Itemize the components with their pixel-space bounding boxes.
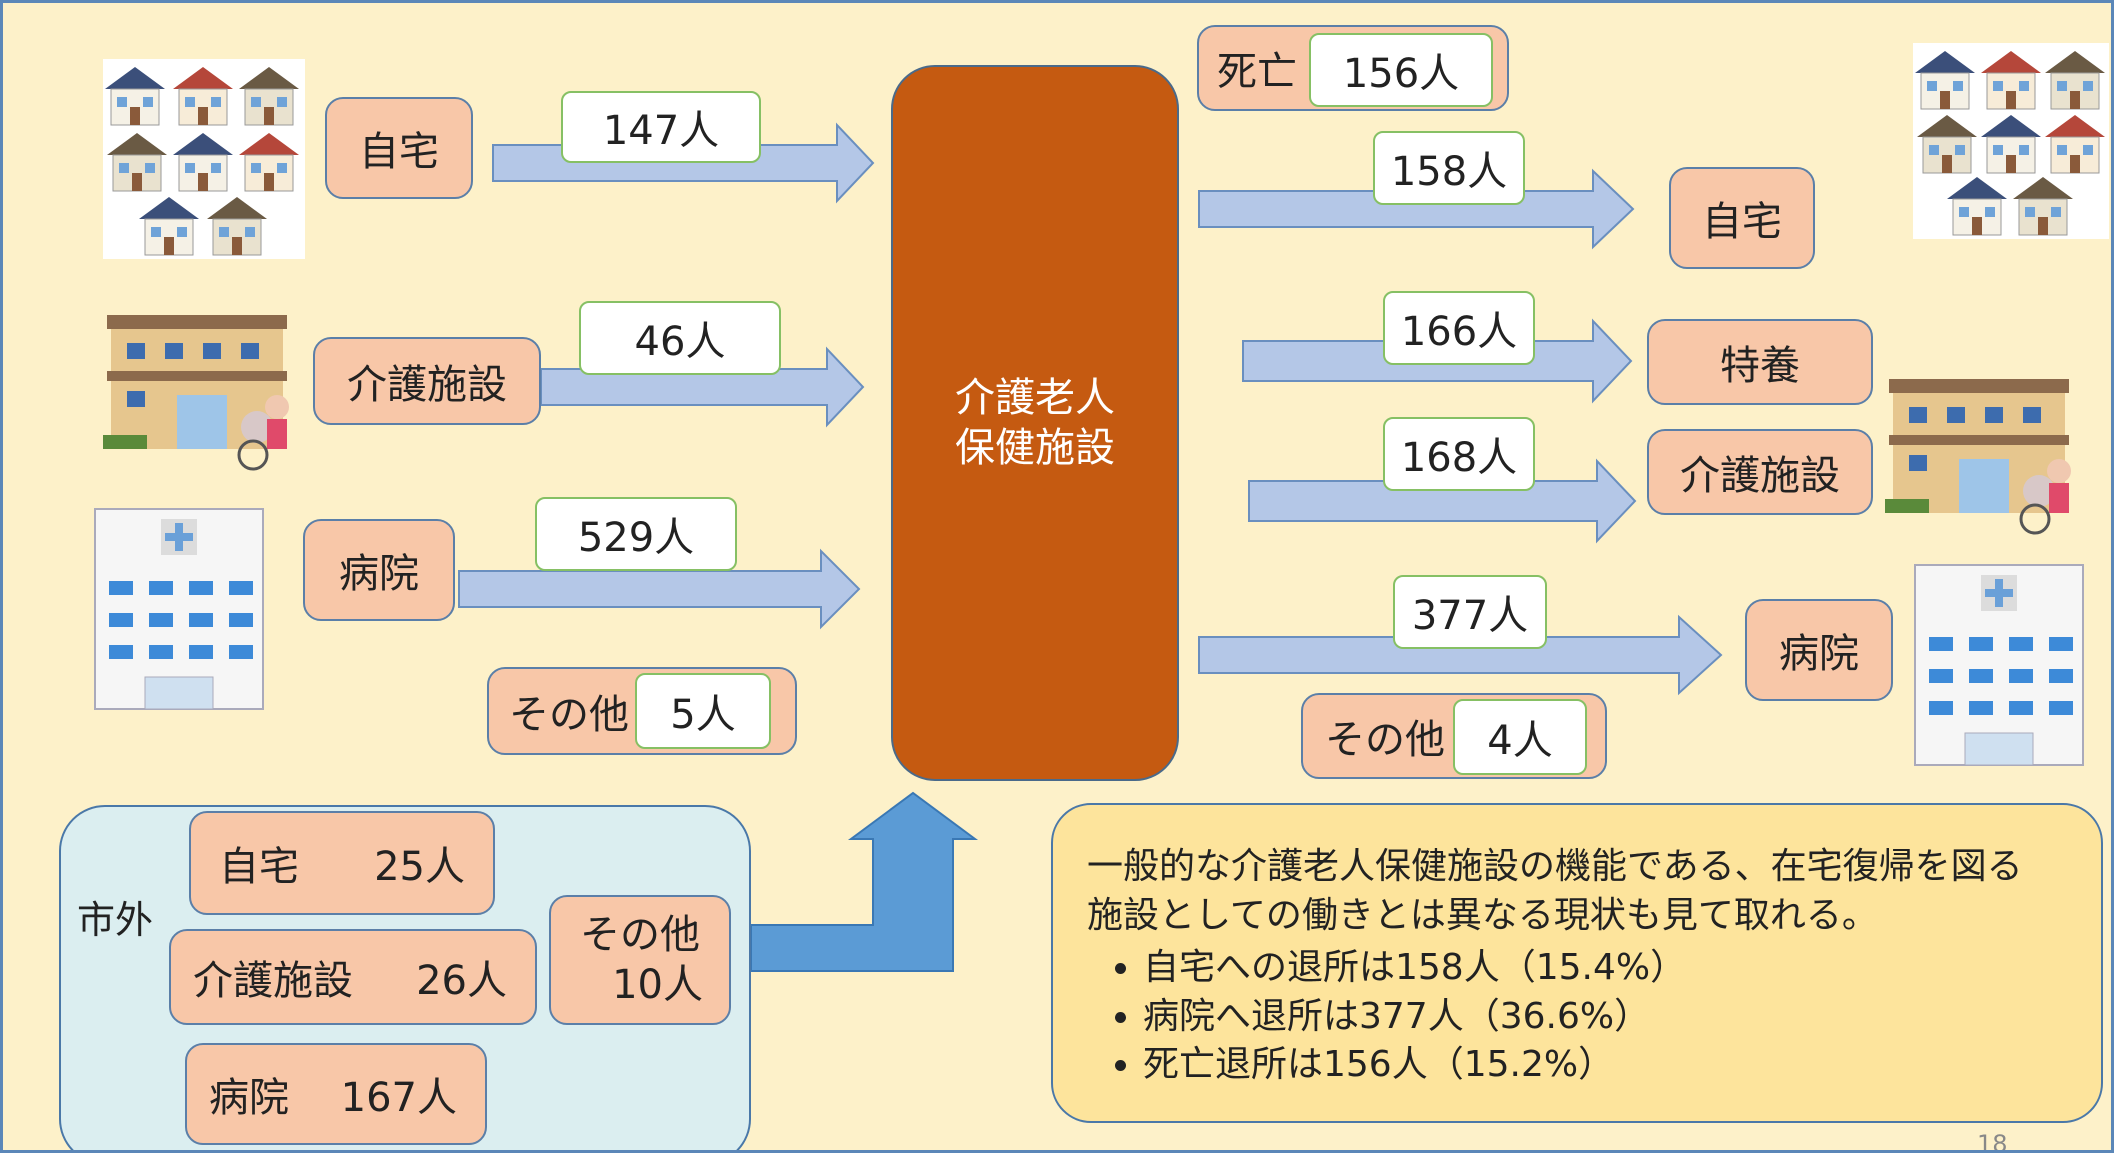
houses-illustration-left — [103, 59, 305, 259]
outflow-tokuyo-label: 特養 — [1720, 343, 1800, 389]
outside-other-label: その他 — [580, 912, 700, 958]
summary-bullets: 自宅への退所は158人（15.4%） 病院へ退所は377人（36.6%） 死亡退… — [1087, 944, 2101, 1090]
arrow-in-hospital — [458, 548, 861, 630]
outflow-tokuyo-count-text: 166人 — [1400, 309, 1518, 355]
outflow-hospital-count-text: 377人 — [1411, 593, 1529, 639]
inflow-other-label: その他 — [509, 692, 629, 738]
outflow-care-facility-box: 介護施設 — [1647, 429, 1873, 515]
outflow-death-count-text: 156人 — [1342, 51, 1460, 97]
outflow-care-facility-count-text: 168人 — [1400, 435, 1518, 481]
houses-illustration-right — [1913, 43, 2109, 239]
outflow-home-count: 158人 — [1373, 131, 1525, 205]
outside-hospital-label: 病院 — [209, 1075, 289, 1121]
care-facility-illustration-right — [1883, 377, 2073, 535]
hospital-illustration-right — [1914, 564, 2084, 766]
outside-hospital-count: 167人 — [340, 1075, 457, 1121]
inflow-care-facility-count-text: 46人 — [634, 319, 726, 365]
arrow-in-home — [492, 122, 875, 204]
outflow-other-count: 4人 — [1453, 699, 1587, 775]
outside-care-facility-box: 介護施設 26人 — [169, 929, 537, 1025]
outside-home-box: 自宅 25人 — [189, 811, 495, 915]
inflow-home-count: 147人 — [561, 91, 761, 163]
outside-home-label: 自宅 — [219, 844, 299, 890]
inflow-hospital-box: 病院 — [303, 519, 455, 621]
inflow-home-label: 自宅 — [359, 129, 439, 175]
arrow-out-hospital — [1198, 614, 1723, 696]
outflow-death-label: 死亡 — [1217, 49, 1297, 95]
outflow-home-box: 自宅 — [1669, 167, 1815, 269]
arrow-out-home — [1198, 168, 1635, 250]
outside-care-facility-count: 26人 — [416, 958, 507, 1004]
outflow-home-count-text: 158人 — [1390, 149, 1508, 195]
arrow-in-care-facility — [540, 346, 865, 428]
outside-hospital-box: 病院 167人 — [185, 1043, 487, 1145]
inflow-care-facility-count: 46人 — [579, 301, 781, 375]
outflow-tokuyo-count: 166人 — [1383, 291, 1535, 365]
summary-lead: 一般的な介護老人保健施設の機能である、在宅復帰を図る施設としての働きとは異なる現… — [1087, 846, 2023, 936]
inflow-other-count-text: 5人 — [670, 692, 736, 738]
outflow-other-count-text: 4人 — [1487, 718, 1553, 764]
care-facility-illustration-left — [101, 313, 291, 471]
inflow-care-facility-label: 介護施設 — [347, 362, 507, 408]
page-number: 18 — [1977, 1130, 2008, 1153]
summary-bullet: 自宅への退所は158人（15.4%） — [1143, 944, 2101, 993]
outflow-home-label: 自宅 — [1702, 199, 1782, 245]
center-label-line2: 保健施設 — [955, 425, 1115, 471]
outflow-care-facility-count: 168人 — [1383, 417, 1535, 491]
outflow-care-facility-label: 介護施設 — [1680, 453, 1840, 499]
outflow-tokuyo-box: 特養 — [1647, 319, 1873, 405]
inflow-hospital-count: 529人 — [535, 497, 737, 571]
outflow-hospital-count: 377人 — [1393, 575, 1547, 649]
inflow-hospital-label: 病院 — [339, 551, 419, 597]
inflow-hospital-count-text: 529人 — [577, 515, 695, 561]
outside-home-count: 25人 — [374, 844, 465, 890]
arrow-out-care-facility — [1248, 458, 1637, 544]
outside-other-box: その他 10人 — [549, 895, 731, 1025]
hospital-illustration-left — [94, 508, 264, 710]
inflow-home-box: 自宅 — [325, 97, 473, 199]
inflow-home-count-text: 147人 — [602, 108, 720, 154]
arrow-outside-to-center — [750, 791, 979, 972]
outflow-hospital-label: 病院 — [1779, 631, 1859, 677]
outflow-other-label: その他 — [1325, 717, 1445, 763]
outflow-death-count: 156人 — [1309, 33, 1493, 107]
center-facility-box: 介護老人 保健施設 — [891, 65, 1179, 781]
outflow-hospital-box: 病院 — [1745, 599, 1893, 701]
outside-other-count: 10人 — [612, 962, 703, 1008]
inflow-other-count: 5人 — [635, 673, 771, 749]
summary-bullet: 死亡退所は156人（15.2%） — [1143, 1041, 2101, 1090]
summary-note: 一般的な介護老人保健施設の機能である、在宅復帰を図る施設としての働きとは異なる現… — [1051, 803, 2103, 1123]
center-label-line1: 介護老人 — [955, 375, 1115, 421]
outside-care-facility-label: 介護施設 — [193, 958, 353, 1004]
outside-city-title: 市外 — [77, 898, 154, 942]
inflow-care-facility-box: 介護施設 — [313, 337, 541, 425]
summary-bullet: 病院へ退所は377人（36.6%） — [1143, 993, 2101, 1042]
